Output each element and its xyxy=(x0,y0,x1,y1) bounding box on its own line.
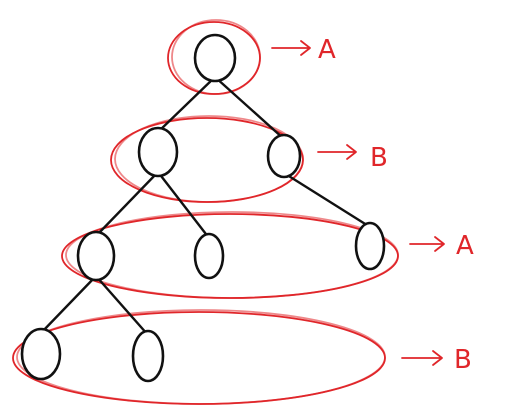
tree-node xyxy=(266,133,302,179)
tree-node xyxy=(131,329,165,383)
level-2-loop-stroke xyxy=(65,211,399,299)
level-1-arrow xyxy=(317,144,357,160)
edge-n1-n3 xyxy=(213,75,286,141)
level-arrows xyxy=(271,40,445,366)
level-2-arrow xyxy=(409,236,445,252)
tree-edges xyxy=(39,75,372,337)
edge-n3-n6 xyxy=(282,171,372,229)
level-loops xyxy=(12,19,399,405)
tree-node xyxy=(137,126,179,178)
tree-node xyxy=(76,230,116,282)
level-0-loop-stroke xyxy=(171,19,261,95)
level-3-arrow xyxy=(401,350,443,366)
level-0-label: A xyxy=(318,35,336,65)
tree-node xyxy=(354,221,386,271)
tree-node xyxy=(20,327,62,381)
edge-n4-n7 xyxy=(39,274,98,335)
edge-n2-n4 xyxy=(94,170,160,238)
edge-n2-n5 xyxy=(156,170,211,240)
level-1-loop-stroke xyxy=(114,115,304,203)
tree-node xyxy=(193,33,237,83)
level-0-arrow xyxy=(271,40,311,56)
edge-n4-n8 xyxy=(94,274,150,337)
edge-n1-n2 xyxy=(156,75,217,134)
level-3-loop-stroke xyxy=(16,309,386,405)
level-1-label: B xyxy=(370,143,388,173)
level-3-label: B xyxy=(454,345,472,375)
level-labels: A B A B xyxy=(318,35,474,375)
level-2-label: A xyxy=(456,231,474,261)
tree-nodes xyxy=(20,33,386,383)
tree-node xyxy=(193,232,225,280)
